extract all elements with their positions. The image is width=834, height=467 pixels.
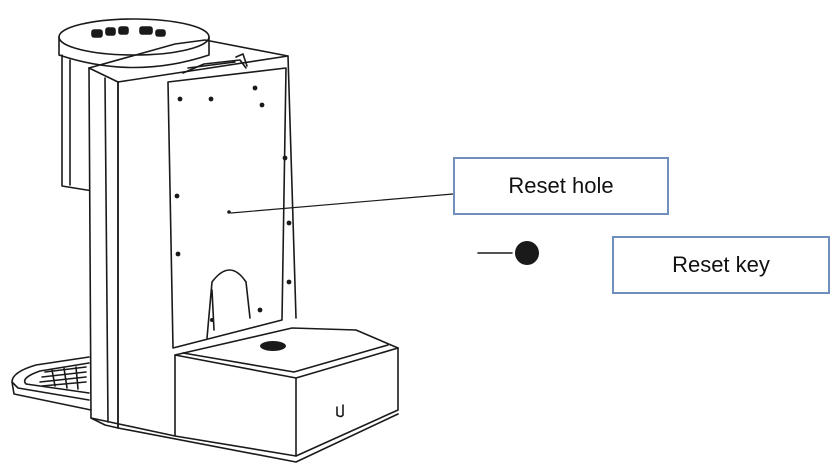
top-lid [58, 18, 210, 69]
bottom-base-edge [90, 413, 399, 463]
reset-key-label: Reset key [612, 236, 830, 294]
base-platform [174, 327, 399, 457]
water-reservoir [61, 54, 100, 193]
drip-tray [11, 356, 92, 411]
appliance-illustration [11, 18, 399, 463]
arched-vent [206, 269, 251, 339]
pin-key-icon [477, 241, 539, 265]
main-body [88, 39, 297, 429]
reset-hole-leader-line [230, 193, 454, 214]
reset-hole-label: Reset hole [453, 157, 669, 215]
panel-screws [174, 85, 292, 313]
